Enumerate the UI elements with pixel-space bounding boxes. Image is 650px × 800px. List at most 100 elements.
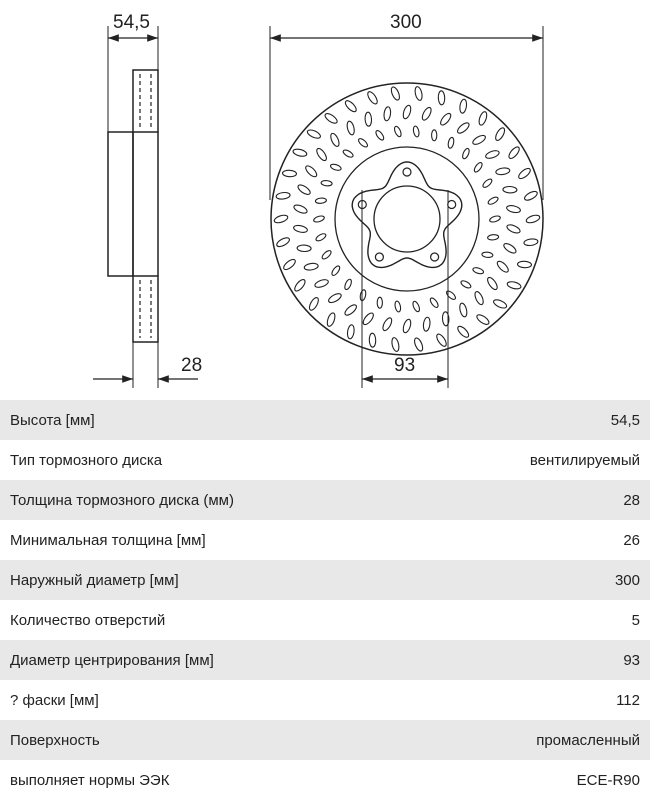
vent-hole xyxy=(446,290,456,300)
vent-hole xyxy=(459,98,468,114)
vent-hole xyxy=(447,136,455,149)
vent-hole xyxy=(414,86,423,101)
vent-hole xyxy=(383,106,392,122)
vent-hole xyxy=(358,138,368,148)
vent-hole xyxy=(487,276,498,291)
vent-hole xyxy=(503,243,517,254)
vent-hole xyxy=(367,91,378,105)
center-bore xyxy=(373,185,441,253)
vent-hole xyxy=(393,125,402,138)
vent-hole xyxy=(414,337,424,352)
vent-hole xyxy=(422,316,431,332)
vent-hole xyxy=(368,332,377,348)
vent-hole xyxy=(321,250,332,260)
vent-hole xyxy=(344,278,352,291)
bolt-hole xyxy=(374,252,384,262)
bolt-hole xyxy=(430,252,440,262)
spec-value: 54,5 xyxy=(610,411,640,429)
vent-hole xyxy=(391,337,400,352)
spec-value: 112 xyxy=(616,691,640,709)
vent-hole xyxy=(460,280,472,289)
vent-hole xyxy=(474,291,484,306)
vent-hole xyxy=(342,149,354,158)
vent-hole xyxy=(493,299,508,309)
vent-hole xyxy=(344,100,357,113)
spec-label: Высота [мм] xyxy=(10,411,95,429)
spec-label: Количество отверстий xyxy=(10,611,166,629)
spec-value: 300 xyxy=(614,571,640,589)
vent-hole xyxy=(306,129,321,139)
vent-hole xyxy=(489,215,501,223)
vent-hole xyxy=(346,324,355,340)
vent-hole xyxy=(516,260,533,269)
vent-hole xyxy=(402,318,412,334)
vent-hole xyxy=(394,300,402,313)
ventilation-holes xyxy=(273,86,541,352)
vent-hole xyxy=(462,147,470,160)
spec-row-thickness: Толщина тормозного диска (мм) 28 xyxy=(0,480,650,520)
centering-diameter-label: 93 xyxy=(394,355,415,376)
spec-label: Поверхность xyxy=(10,731,100,749)
vent-hole xyxy=(328,293,342,304)
vent-hole xyxy=(402,104,412,120)
spec-value: 28 xyxy=(623,491,640,509)
vent-hole xyxy=(457,325,470,338)
spec-value: 5 xyxy=(631,611,640,629)
vent-hole xyxy=(437,90,446,106)
vent-hole xyxy=(314,279,329,288)
vent-hole xyxy=(429,297,439,308)
vent-hole xyxy=(276,237,290,248)
spec-value: промасленный xyxy=(536,731,640,749)
vent-hole xyxy=(375,130,385,141)
vent-hole xyxy=(320,180,333,187)
vent-hole xyxy=(362,312,374,326)
bolt-hole xyxy=(402,167,412,177)
vent-hole xyxy=(303,262,319,271)
spec-value: ECE-R90 xyxy=(576,771,640,789)
vent-hole xyxy=(273,214,289,224)
vent-hole xyxy=(346,120,355,136)
spec-row-min-thickness: Минимальная толщина [мм] 26 xyxy=(0,520,650,560)
vent-hole xyxy=(297,184,311,195)
spec-row-chamfer: ? фаски [мм] 112 xyxy=(0,680,650,720)
vent-hole xyxy=(281,169,298,178)
vent-hole xyxy=(296,244,312,253)
vent-hole xyxy=(313,215,325,223)
vent-hole xyxy=(326,312,336,327)
vent-hole xyxy=(412,300,421,313)
spec-row-surface: Поверхность промасленный xyxy=(0,720,650,760)
vent-hole xyxy=(524,190,538,201)
vent-hole xyxy=(293,224,308,233)
vent-hole xyxy=(441,311,450,327)
vent-hole xyxy=(275,191,291,200)
vent-hole xyxy=(294,279,306,292)
vent-hole xyxy=(487,234,500,241)
vent-hole xyxy=(518,167,531,180)
vent-hole xyxy=(482,178,493,188)
vent-hole xyxy=(485,150,500,159)
spec-label: Диаметр центрирования [мм] xyxy=(10,651,214,669)
spec-value: 26 xyxy=(623,531,640,549)
vent-hole xyxy=(412,125,420,138)
vent-hole xyxy=(305,165,318,178)
thickness-dimension-label: 28 xyxy=(181,355,202,376)
spec-row-hole-count: Количество отверстий 5 xyxy=(0,600,650,640)
spec-label: ? фаски [мм] xyxy=(10,691,99,709)
spec-row-disc-type: Тип тормозного диска вентилируемый xyxy=(0,440,650,480)
spec-label: Тип тормозного диска xyxy=(10,451,163,469)
spec-value: вентилируемый xyxy=(529,451,640,469)
vent-hole xyxy=(283,258,296,271)
spec-label: Наружный диаметр [мм] xyxy=(10,571,179,589)
vent-hole xyxy=(316,147,327,162)
vent-hole xyxy=(421,106,432,121)
vent-hole xyxy=(502,185,518,194)
vent-hole xyxy=(314,197,327,204)
vent-hole xyxy=(292,148,308,157)
vent-hole xyxy=(293,204,308,214)
vent-hole xyxy=(329,163,342,171)
vent-hole xyxy=(436,333,447,347)
vent-hole xyxy=(440,112,452,126)
vent-hole xyxy=(431,129,438,142)
bolt-holes xyxy=(357,167,457,262)
vent-hole xyxy=(476,314,490,325)
